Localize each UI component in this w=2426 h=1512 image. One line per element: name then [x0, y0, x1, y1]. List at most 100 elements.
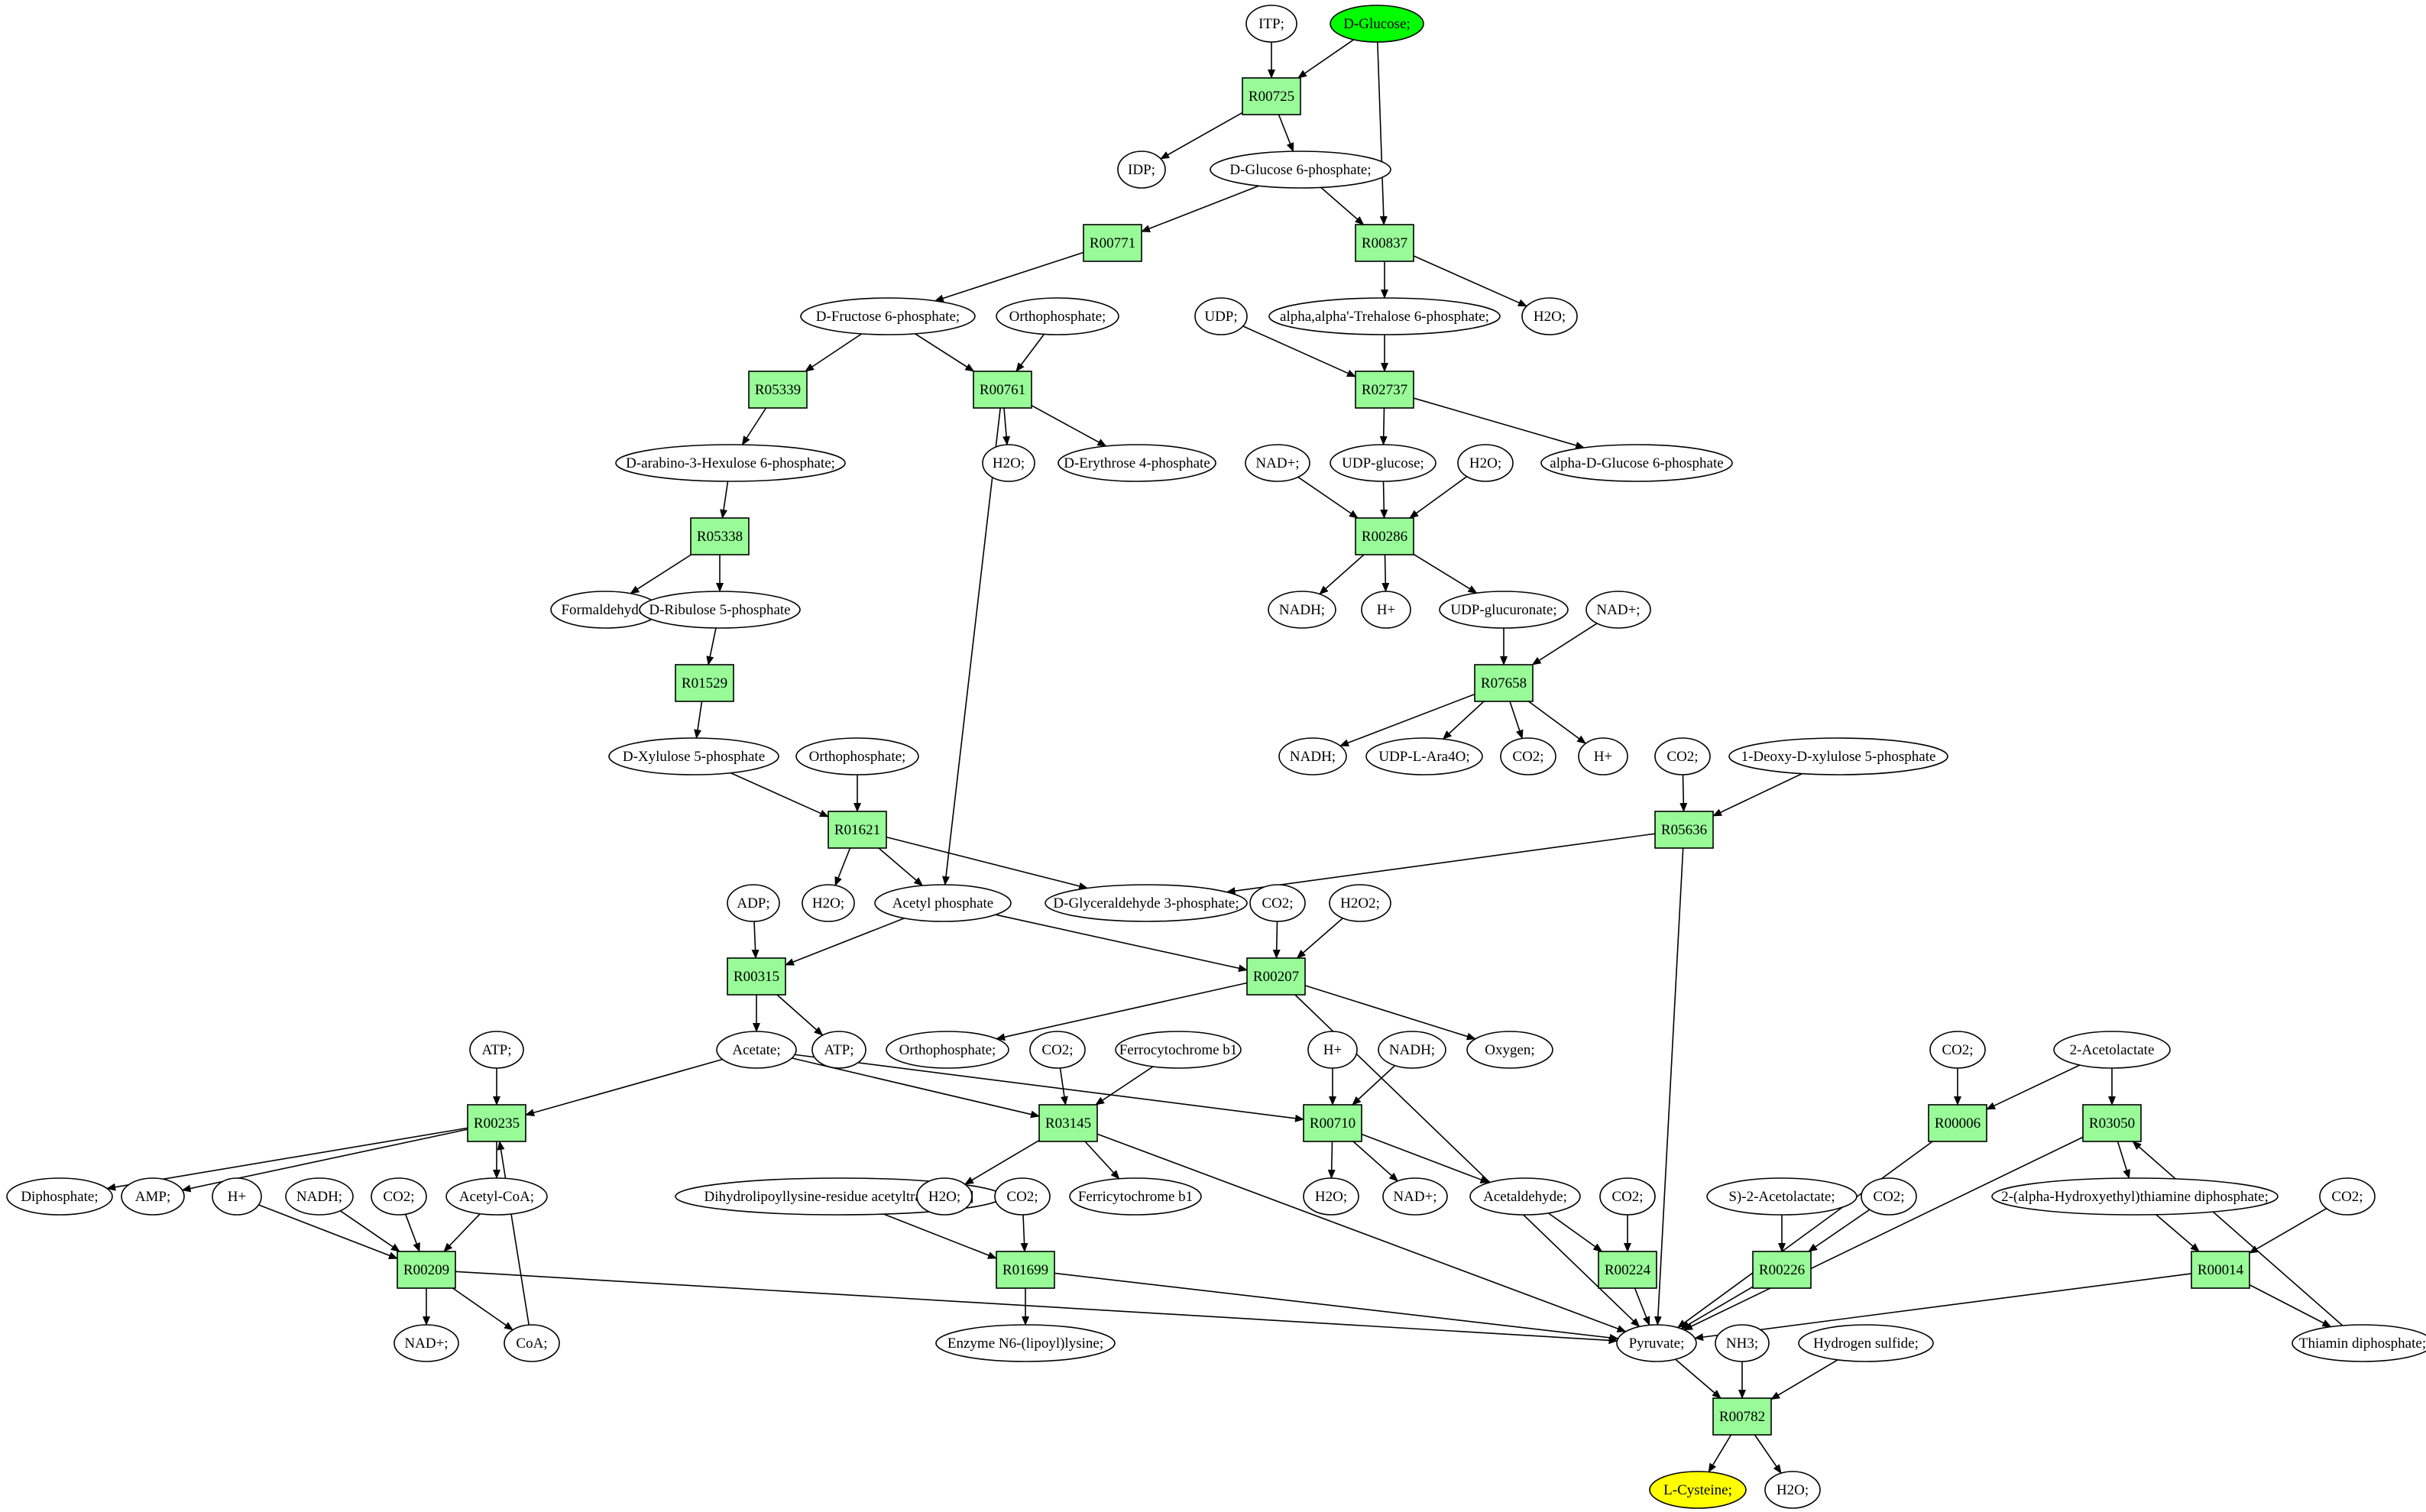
compound-node-atp[interactable]: ATP;: [811, 1031, 866, 1069]
compound-node-alpha-alpha-trehalose-6-phosphate[interactable]: alpha,alpha'-Trehalose 6-phosphate;: [1268, 297, 1501, 335]
reaction-node-r00837[interactable]: R00837: [1355, 224, 1414, 262]
compound-node-d-glyceraldehyde-3-phosphate[interactable]: D-Glyceraldehyde 3-phosphate;: [1045, 884, 1248, 922]
compound-node-udp[interactable]: UDP;: [1194, 297, 1248, 335]
reaction-node-r02737[interactable]: R02737: [1355, 371, 1414, 409]
compound-node-thiamin-diphosphate[interactable]: Thiamin diphosphate;: [2292, 1324, 2426, 1362]
compound-node-co2[interactable]: CO2;: [1929, 1031, 1986, 1069]
compound-node-nad[interactable]: NAD+;: [394, 1324, 459, 1362]
compound-node-formaldehyde[interactable]: Formaldehyde;: [550, 591, 660, 629]
reaction-node-r05338[interactable]: R05338: [690, 517, 750, 555]
reaction-node-r05339[interactable]: R05339: [748, 371, 808, 409]
reaction-node-r01529[interactable]: R01529: [675, 664, 734, 702]
compound-node-idp[interactable]: IDP;: [1117, 151, 1166, 189]
compound-node-h[interactable]: H+: [1578, 737, 1628, 775]
compound-node-h2o[interactable]: H2O;: [1764, 1471, 1821, 1509]
reaction-node-r00209[interactable]: R00209: [397, 1251, 456, 1289]
compound-node-h2o[interactable]: H2O;: [982, 444, 1035, 482]
reaction-node-r00235[interactable]: R00235: [467, 1104, 526, 1142]
compound-node-orthophosphate[interactable]: Orthophosphate;: [886, 1031, 1009, 1069]
compound-node-nadh[interactable]: NADH;: [1268, 591, 1336, 629]
compound-node-co2[interactable]: CO2;: [371, 1177, 427, 1216]
compound-node-udp-l-ara4o[interactable]: UDP-L-Ara4O;: [1365, 737, 1483, 775]
compound-node-ferricytochrome-b1[interactable]: Ferricytochrome b1: [1069, 1177, 1202, 1216]
reaction-node-r00725[interactable]: R00725: [1242, 77, 1301, 115]
compound-node-h2o[interactable]: H2O;: [1457, 444, 1514, 482]
compound-node-co2-label: CO2;: [1873, 1189, 1904, 1205]
compound-node-nadh[interactable]: NADH;: [1378, 1031, 1446, 1069]
compound-node-atp[interactable]: ATP;: [469, 1031, 524, 1069]
compound-node-hydrogen-sulfide[interactable]: Hydrogen sulfide;: [1798, 1324, 1934, 1362]
reaction-node-r01621[interactable]: R01621: [828, 811, 887, 849]
compound-node-nad[interactable]: NAD+;: [1382, 1177, 1448, 1216]
compound-node-ferrocytochrome-b1[interactable]: Ferrocytochrome b1: [1115, 1031, 1242, 1069]
compound-node-co2[interactable]: CO2;: [1500, 737, 1556, 775]
compound-node-nadh[interactable]: NADH;: [285, 1177, 354, 1216]
compound-node-2-alpha-hydroxyethyl-thiamine-diphosphate[interactable]: 2-(alpha-Hydroxyethyl)thiamine diphospha…: [1991, 1177, 2279, 1216]
compound-node-co2[interactable]: CO2;: [994, 1177, 1051, 1216]
compound-node-h[interactable]: H+: [1307, 1031, 1358, 1069]
compound-node-co2[interactable]: CO2;: [1654, 737, 1711, 775]
reaction-node-r00226[interactable]: R00226: [1752, 1251, 1812, 1289]
compound-node-pyruvate[interactable]: Pyruvate;: [1616, 1324, 1697, 1362]
reaction-node-r00761[interactable]: R00761: [973, 371, 1032, 409]
reaction-node-r00006[interactable]: R00006: [1928, 1104, 1987, 1142]
compound-node-oxygen[interactable]: Oxygen;: [1466, 1031, 1553, 1069]
compound-node-co2[interactable]: CO2;: [2319, 1177, 2376, 1216]
compound-node-d-erythrose-4-phosphate[interactable]: D-Erythrose 4-phosphate: [1058, 444, 1216, 482]
compound-node-1-deoxy-d-xylulose-5-phosphate[interactable]: 1-Deoxy-D-xylulose 5-phosphate: [1728, 737, 1948, 775]
compound-node-h2o[interactable]: H2O;: [1303, 1177, 1359, 1216]
compound-node-nad[interactable]: NAD+;: [1585, 591, 1651, 629]
compound-node-2-acetolactate[interactable]: 2-Acetolactate: [2053, 1031, 2171, 1069]
compound-node-d-fructose-6-phosphate[interactable]: D-Fructose 6-phosphate;: [800, 297, 976, 335]
compound-node-acetyl-phosphate[interactable]: Acetyl phosphate: [874, 884, 1012, 922]
reaction-node-r00782[interactable]: R00782: [1712, 1397, 1772, 1436]
compound-node-h2o[interactable]: H2O;: [1521, 297, 1578, 335]
compound-node-l-cysteine[interactable]: L-Cysteine;: [1649, 1471, 1747, 1509]
compound-node-d-arabino-3-hexulose-6-phosphate[interactable]: D-arabino-3-Hexulose 6-phosphate;: [615, 444, 846, 482]
compound-node-co2[interactable]: CO2;: [1599, 1177, 1656, 1216]
compound-node-coa[interactable]: CoA;: [504, 1324, 560, 1362]
reaction-node-r05636[interactable]: R05636: [1654, 811, 1714, 849]
compound-node-s-2-acetolactate[interactable]: S)-2-Acetolactate;: [1706, 1177, 1858, 1216]
compound-node-udp-glucuronate[interactable]: UDP-glucuronate;: [1439, 591, 1569, 629]
compound-node-nadh[interactable]: NADH;: [1278, 737, 1347, 775]
reaction-node-r00207[interactable]: R00207: [1246, 957, 1306, 996]
reaction-node-r03145[interactable]: R03145: [1038, 1104, 1098, 1142]
reaction-node-r00224[interactable]: R00224: [1598, 1251, 1657, 1289]
compound-node-adp[interactable]: ADP;: [727, 884, 780, 922]
compound-node-d-glucose-6-phosphate[interactable]: D-Glucose 6-phosphate;: [1210, 151, 1391, 189]
compound-node-h2o[interactable]: H2O;: [802, 884, 855, 922]
compound-node-acetyl-coa[interactable]: Acetyl-CoA;: [445, 1177, 548, 1216]
compound-node-d-ribulose-5-phosphate[interactable]: D-Ribulose 5-phosphate: [639, 591, 801, 629]
compound-node-co2[interactable]: CO2;: [1249, 884, 1306, 922]
compound-node-h2o[interactable]: H2O;: [916, 1177, 973, 1216]
compound-node-co2[interactable]: CO2;: [1861, 1177, 1917, 1216]
edge-r_R00209-to-c_pyruvate: [455, 1271, 1618, 1345]
reaction-node-r00286[interactable]: R00286: [1355, 517, 1414, 555]
compound-node-nh3[interactable]: NH3;: [1715, 1324, 1770, 1362]
reaction-node-r00315[interactable]: R00315: [727, 957, 786, 996]
compound-node-h[interactable]: H+: [212, 1177, 262, 1216]
reaction-node-r00771[interactable]: R00771: [1083, 224, 1142, 262]
compound-node-acetaldehyde[interactable]: Acetaldehyde;: [1469, 1177, 1581, 1216]
reaction-node-r07658[interactable]: R07658: [1474, 664, 1534, 702]
compound-node-acetate[interactable]: Acetate;: [716, 1031, 797, 1069]
reaction-node-r03050[interactable]: R03050: [2082, 1104, 2142, 1142]
compound-node-nad[interactable]: NAD+;: [1245, 444, 1310, 482]
compound-node-h[interactable]: H+: [1361, 591, 1411, 629]
reaction-node-r01699[interactable]: R01699: [996, 1251, 1055, 1289]
compound-node-udp-glucose[interactable]: UDP-glucose;: [1330, 444, 1436, 482]
reaction-node-r00014[interactable]: R00014: [2191, 1251, 2250, 1289]
compound-node-d-xylulose-5-phosphate[interactable]: D-Xylulose 5-phosphate: [608, 737, 779, 775]
reaction-node-r00710[interactable]: R00710: [1303, 1104, 1362, 1142]
compound-node-enzyme-n6-lipoyl-lysine[interactable]: Enzyme N6-(lipoyl)lysine;: [935, 1324, 1116, 1362]
compound-node-co2[interactable]: CO2;: [1029, 1031, 1086, 1069]
compound-node-diphosphate[interactable]: Diphosphate;: [6, 1177, 113, 1216]
compound-node-alpha-d-glucose-6-phosphate[interactable]: alpha-D-Glucose 6-phosphate: [1540, 444, 1733, 482]
compound-node-itp[interactable]: ITP;: [1245, 5, 1297, 43]
compound-node-amp[interactable]: AMP;: [121, 1177, 185, 1216]
compound-node-h2o2[interactable]: H2O2;: [1329, 884, 1391, 922]
compound-node-orthophosphate[interactable]: Orthophosphate;: [795, 737, 919, 775]
compound-node-d-glucose[interactable]: D-Glucose;: [1330, 5, 1424, 43]
compound-node-orthophosphate[interactable]: Orthophosphate;: [996, 297, 1119, 335]
